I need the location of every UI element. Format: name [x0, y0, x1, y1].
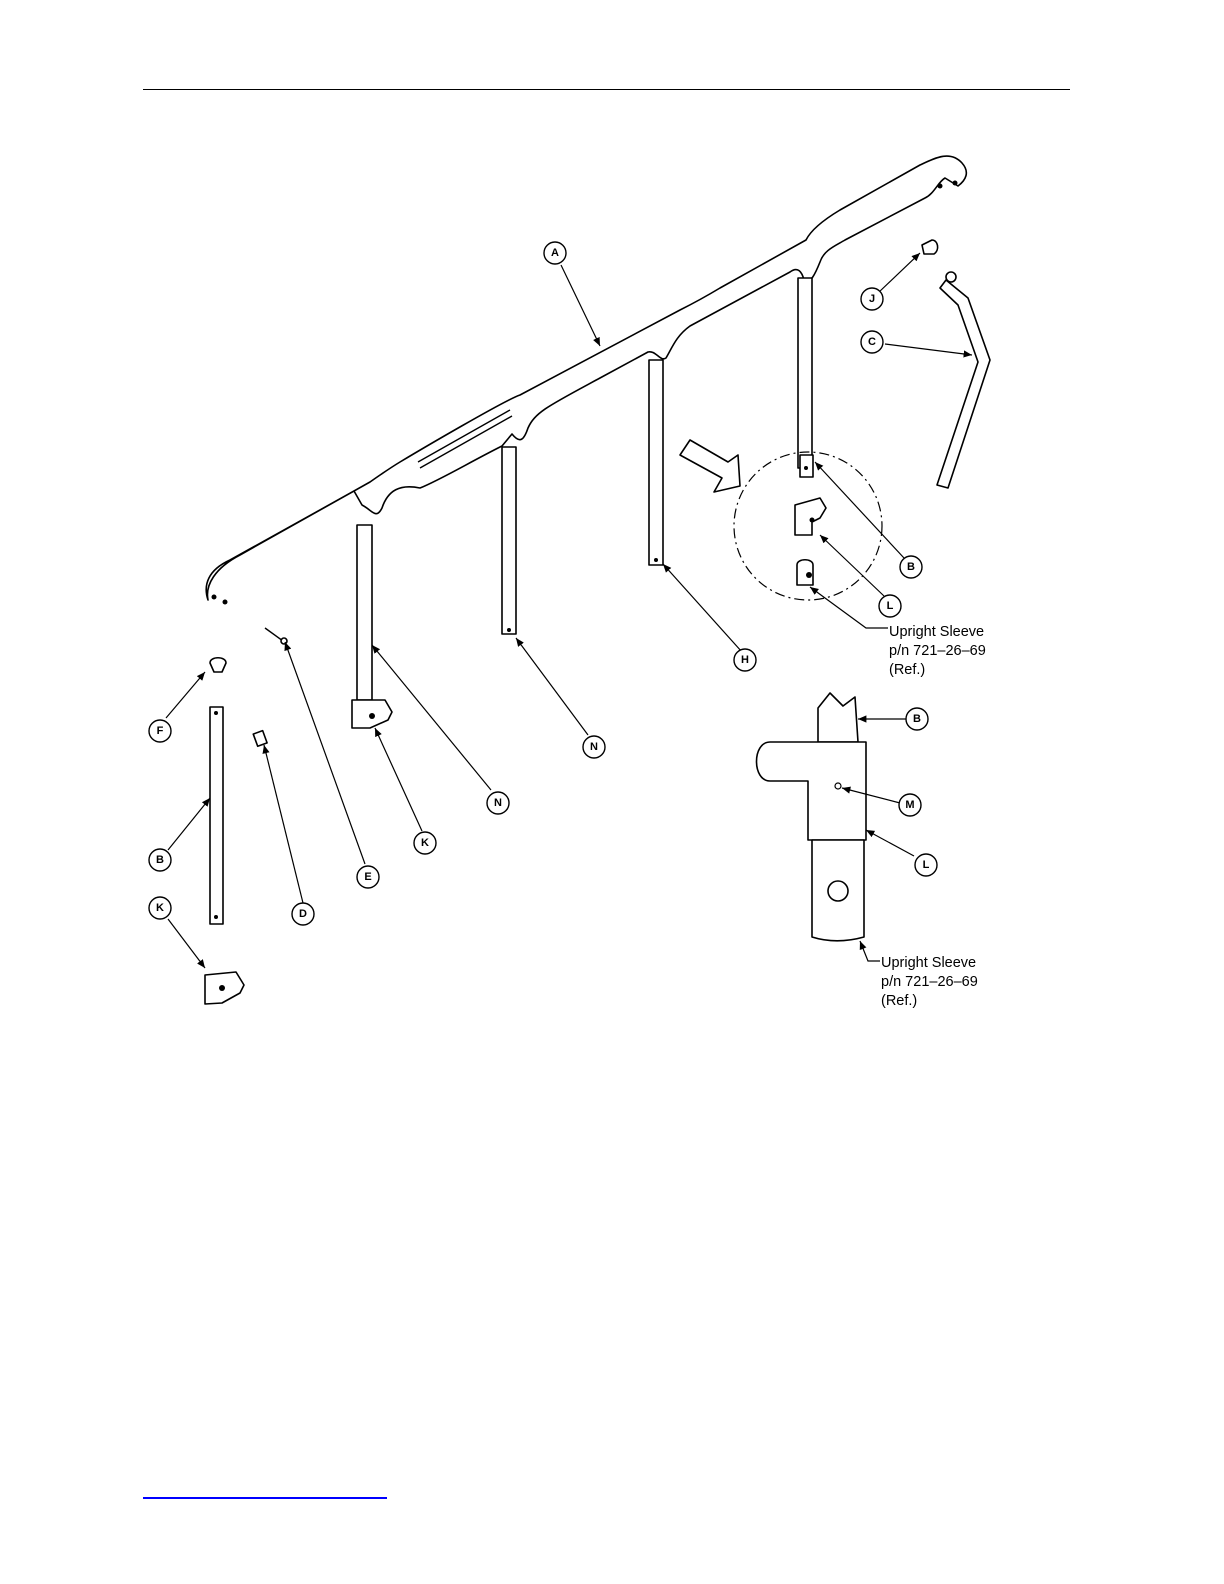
svg-text:Upright Sleeve: Upright Sleeve — [881, 955, 976, 971]
callout-n-left: N — [487, 792, 509, 814]
svg-text:p/n 721–26–69: p/n 721–26–69 — [889, 643, 986, 659]
svg-text:A: A — [551, 247, 559, 259]
svg-text:K: K — [156, 902, 164, 914]
callout-n-mid: N — [583, 736, 605, 758]
side-rail-a — [206, 156, 966, 604]
svg-text:D: D — [299, 908, 307, 920]
detail-view — [680, 440, 882, 600]
svg-text:Upright Sleeve: Upright Sleeve — [889, 624, 984, 640]
callout-l-enlarged: L — [915, 854, 937, 876]
callout-d: D — [292, 903, 314, 925]
callout-b-detail: B — [900, 556, 922, 578]
svg-text:J: J — [869, 293, 875, 305]
enlarged-sleeve-detail — [757, 693, 867, 941]
svg-text:B: B — [907, 561, 915, 573]
loose-parts — [205, 628, 287, 1004]
callout-f: F — [149, 720, 171, 742]
callout-e: E — [357, 866, 379, 888]
callout-c: C — [861, 331, 883, 353]
callout-l-detail: L — [879, 595, 901, 617]
svg-text:H: H — [741, 654, 749, 666]
svg-text:L: L — [887, 600, 894, 612]
callout-a: A — [544, 242, 566, 264]
callout-h: H — [734, 649, 756, 671]
svg-text:N: N — [494, 797, 502, 809]
svg-text:p/n 721–26–69: p/n 721–26–69 — [881, 974, 978, 990]
footer-link-underline[interactable] — [143, 1497, 387, 1499]
svg-text:F: F — [157, 725, 164, 737]
svg-text:B: B — [913, 713, 921, 725]
callout-b-loose: B — [149, 849, 171, 871]
sleeve-note-detail: Upright Sleeve p/n 721–26–69 (Ref.) — [889, 624, 986, 678]
svg-text:N: N — [590, 741, 598, 753]
upright-block-k — [352, 700, 392, 728]
svg-text:B: B — [156, 854, 164, 866]
callout-b-enlarged: B — [906, 708, 928, 730]
svg-text:(Ref.): (Ref.) — [881, 993, 917, 1009]
svg-text:K: K — [421, 837, 429, 849]
svg-text:M: M — [905, 799, 914, 811]
callout-j: J — [861, 288, 883, 310]
svg-text:L: L — [923, 859, 930, 871]
bar-c-and-clip-j — [922, 240, 990, 488]
upright-tubes — [357, 278, 812, 700]
callout-k-loose: K — [149, 897, 171, 919]
sleeve-note-enlarged: Upright Sleeve p/n 721–26–69 (Ref.) — [881, 955, 978, 1009]
svg-text:E: E — [364, 871, 371, 883]
callout-m: M — [899, 794, 921, 816]
svg-text:(Ref.): (Ref.) — [889, 662, 925, 678]
callout-k-upright: K — [414, 832, 436, 854]
svg-text:C: C — [868, 336, 876, 348]
